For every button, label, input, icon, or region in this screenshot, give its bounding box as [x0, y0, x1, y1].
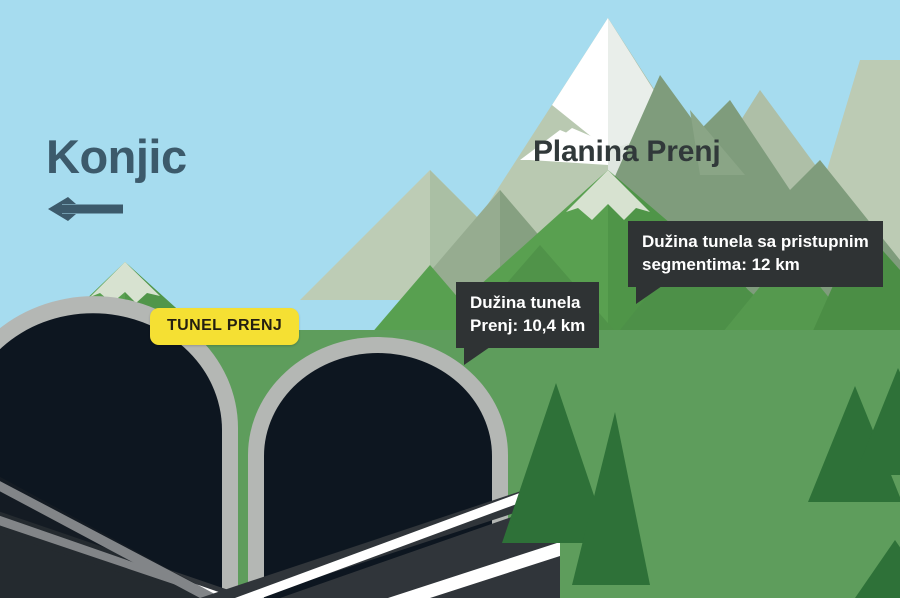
road-right-upper	[200, 478, 560, 598]
direction-sign-label: Konjic	[46, 130, 187, 183]
arrow-left-icon	[48, 197, 123, 221]
callout-line-2: Prenj: 10,4 km	[470, 315, 586, 335]
tree-icon	[502, 383, 610, 543]
road-right-marking	[235, 478, 560, 598]
callout-tunnel-length: Dužina tunela Prenj: 10,4 km	[456, 282, 600, 366]
tree-icon	[572, 412, 650, 585]
callout-tail	[464, 347, 490, 366]
road-right-marking-outer	[388, 542, 560, 598]
left-summit-snow-teeth	[90, 262, 160, 303]
tree-icon	[855, 540, 900, 598]
tree-icon	[855, 368, 900, 475]
peak-snowcap-left-b	[530, 18, 608, 165]
callout-total-length: Dužina tunela sa pristupnim segmentima: …	[628, 221, 883, 305]
roadway-left	[0, 476, 252, 598]
direction-sign-konjic: Konjic	[46, 133, 306, 224]
callout-tail	[636, 286, 662, 305]
callout-line-1: Dužina tunela	[470, 293, 581, 312]
road-left-shadow	[0, 476, 222, 598]
tunnel-name-plate-label: TUNEL PRENJ	[167, 317, 283, 334]
right-massif-snow-teeth	[566, 170, 650, 220]
roadway-right	[180, 478, 560, 598]
callout-line-1: Dužina tunela sa pristupnim	[642, 232, 869, 251]
mid-ridge-notch	[690, 110, 745, 175]
page-title: Planina Prenj	[533, 135, 721, 168]
callout-line-2: segmentima: 12 km	[642, 254, 800, 274]
tree-group	[502, 368, 900, 598]
tunnel-name-plate: TUNEL PRENJ	[150, 308, 300, 345]
